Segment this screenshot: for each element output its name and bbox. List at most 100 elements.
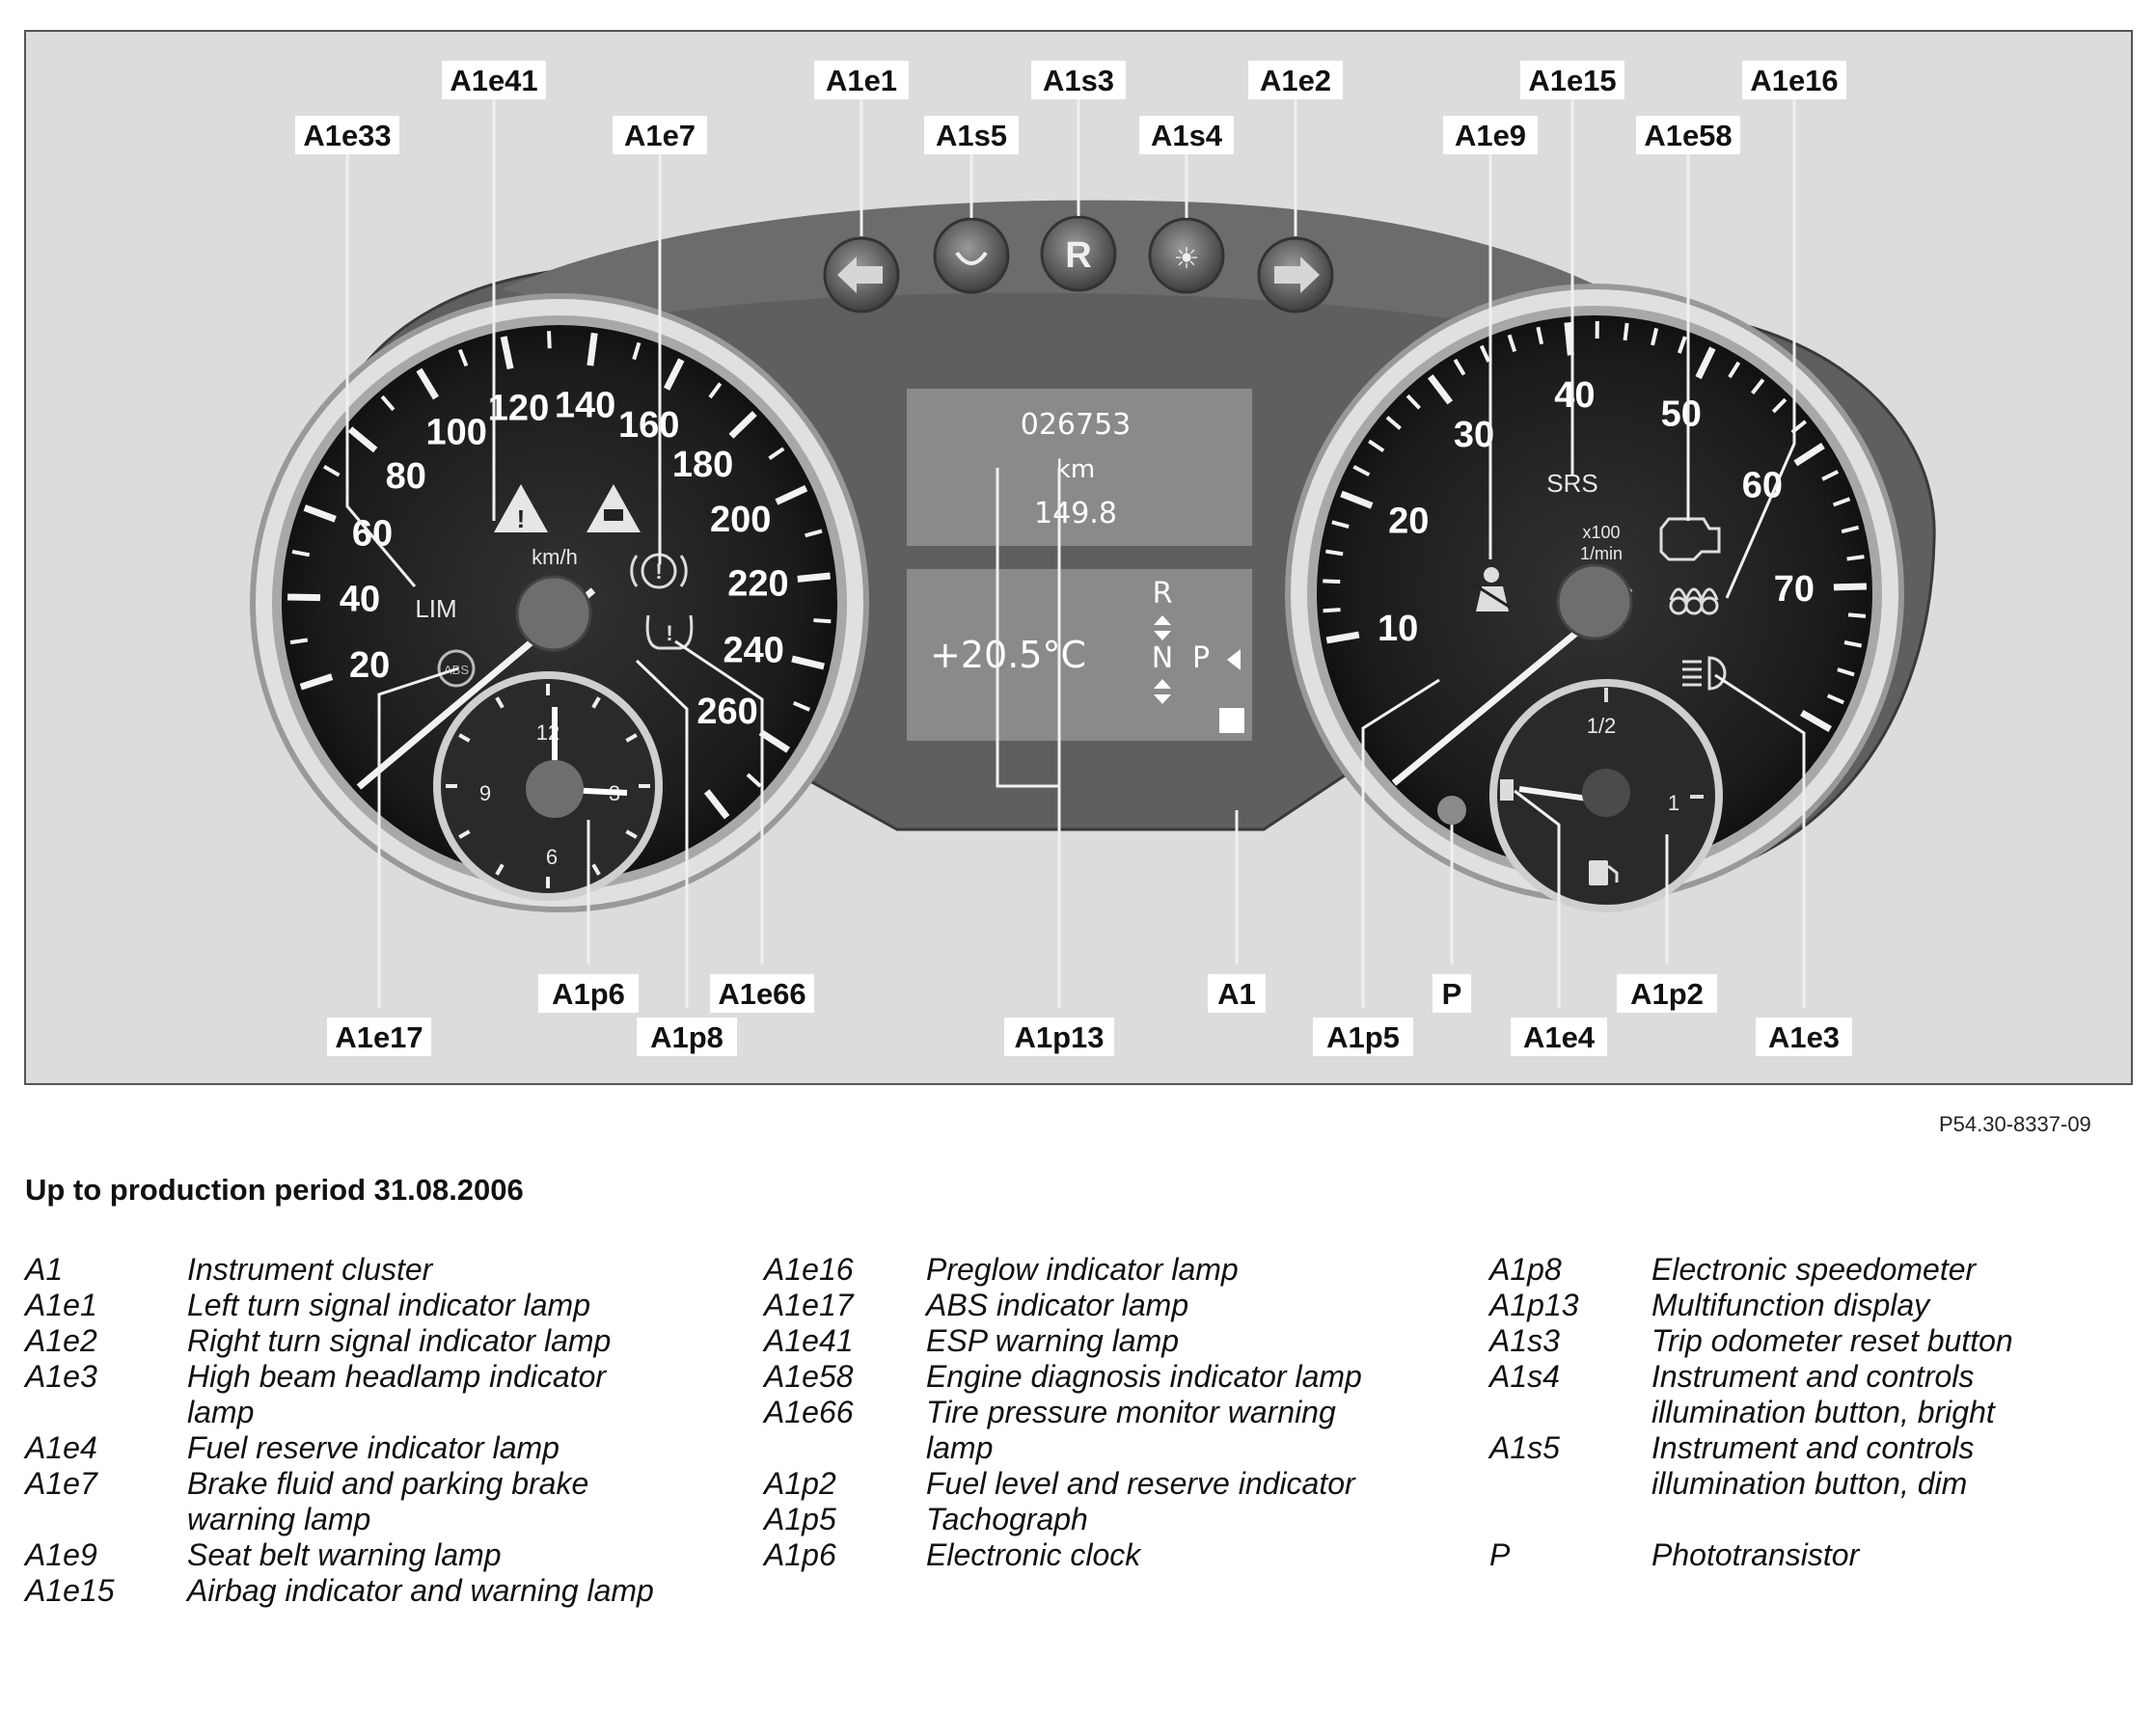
speed-label: 100 xyxy=(425,413,486,453)
tach-tick xyxy=(1821,470,1840,481)
tach-tick xyxy=(1352,465,1371,476)
tach-tick xyxy=(1453,358,1466,376)
legend-description: Instrument and controls illumination but… xyxy=(1651,1430,1975,1501)
tach-tick xyxy=(1385,416,1402,430)
legend-code: A1e1 xyxy=(25,1288,97,1322)
gear-arrow-down-2 xyxy=(1154,694,1171,704)
svg-text:A1p5: A1p5 xyxy=(1326,1020,1400,1054)
speed-label: 240 xyxy=(723,630,784,670)
tach-label: 70 xyxy=(1774,569,1815,610)
svg-text:A1e1: A1e1 xyxy=(826,64,897,97)
tachometer-ticks xyxy=(1323,320,1867,733)
tach-tick xyxy=(1833,583,1867,591)
callout-A1s5: A1s5 xyxy=(924,116,1019,154)
legend-code: A1e7 xyxy=(25,1466,97,1501)
clock-tick xyxy=(591,696,601,709)
phototransistor xyxy=(1437,796,1466,825)
legend-description: Multifunction display xyxy=(1651,1288,1930,1322)
svg-text:A1e2: A1e2 xyxy=(1260,64,1331,97)
callout-A1e58: A1e58 xyxy=(1636,116,1740,154)
legend-code: A1s4 xyxy=(1489,1359,1560,1394)
trip-reset-button[interactable]: R xyxy=(1040,215,1117,292)
speed-label: 140 xyxy=(555,386,615,426)
clock-tick xyxy=(625,733,638,743)
clock-tick xyxy=(458,733,471,743)
callout-A1s3: A1s3 xyxy=(1031,61,1126,99)
legend-description: Engine diagnosis indicator lamp xyxy=(926,1359,1362,1394)
tach-label: 20 xyxy=(1388,501,1429,541)
legend-description: ESP warning lamp xyxy=(926,1323,1180,1358)
svg-text:!: ! xyxy=(666,621,672,645)
legend-item: A1s5 Instrument and controls illumination… xyxy=(1489,1430,2134,1502)
svg-text:!: ! xyxy=(655,559,662,584)
svg-text:☀: ☀ xyxy=(1174,242,1200,276)
legend-description: Airbag indicator and warning lamp xyxy=(187,1573,654,1608)
legend-description: Preglow indicator lamp xyxy=(926,1252,1239,1287)
tach-tick xyxy=(1846,555,1865,561)
svg-text:A1e41: A1e41 xyxy=(450,64,537,97)
preglow-icon xyxy=(1669,587,1719,615)
legend-code: A1p13 xyxy=(1489,1288,1579,1322)
tach-tick xyxy=(1340,490,1374,509)
temperature-display: +20.5°C xyxy=(930,634,1086,676)
gear-n: N xyxy=(1152,641,1173,675)
tach-tick xyxy=(1826,693,1844,705)
esp-off-icon xyxy=(587,484,641,532)
tach-tick xyxy=(1323,608,1341,613)
tach-tick xyxy=(1323,579,1341,584)
tach-label: 40 xyxy=(1554,375,1595,416)
tach-tick xyxy=(1623,322,1629,341)
dim-button[interactable] xyxy=(933,217,1010,294)
speedometer-hub xyxy=(515,575,592,652)
svg-text:A1e17: A1e17 xyxy=(335,1020,423,1054)
fuel-half-label: 1/2 xyxy=(1587,714,1617,738)
clock-label-9: 9 xyxy=(479,781,491,805)
clock-ticks xyxy=(446,684,650,888)
callout-A1p5: A1p5 xyxy=(1313,1018,1413,1056)
tach-tick xyxy=(1800,709,1832,733)
legend-item: A1p13 Multifunction display xyxy=(1489,1288,2134,1323)
legend-code: A1s5 xyxy=(1489,1430,1560,1465)
fuel-pump-icon xyxy=(1589,860,1619,885)
callout-A1p8: A1p8 xyxy=(637,1018,737,1056)
legend-description: Instrument cluster xyxy=(187,1252,433,1287)
legend-description: Tire pressure monitor warning lamp xyxy=(926,1395,1336,1465)
speed-tick xyxy=(291,549,311,557)
svg-text:A1: A1 xyxy=(1217,977,1256,1011)
svg-text:!: ! xyxy=(517,504,526,533)
info-screen xyxy=(907,569,1252,741)
svg-text:A1e3: A1e3 xyxy=(1768,1020,1840,1054)
bright-button[interactable]: ☀ xyxy=(1148,217,1225,294)
speed-unit-label: km/h xyxy=(532,545,578,569)
legend-description: Seat belt warning lamp xyxy=(187,1537,502,1572)
legend-code: A1e66 xyxy=(764,1395,854,1429)
callout-A1e17: A1e17 xyxy=(327,1018,431,1056)
tach-tick xyxy=(1479,344,1491,363)
tire-pressure-icon: ! xyxy=(645,614,694,650)
tach-tick xyxy=(1427,374,1454,405)
speed-tick xyxy=(587,332,598,367)
callout-A1s4: A1s4 xyxy=(1139,116,1234,154)
speed-tick xyxy=(775,484,808,505)
gear-r: R xyxy=(1153,577,1173,611)
lim-indicator: LIM xyxy=(415,594,456,623)
speed-label: 20 xyxy=(349,645,390,686)
legend-description: Trip odometer reset button xyxy=(1651,1323,2013,1358)
legend-code: P xyxy=(1489,1537,1511,1572)
callout-A1: A1 xyxy=(1208,974,1266,1013)
callout-A1e1: A1e1 xyxy=(814,61,909,99)
legend-description: Instrument and controls illumination but… xyxy=(1651,1359,1995,1429)
speed-tick xyxy=(303,504,337,523)
legend-code: A1e15 xyxy=(25,1573,115,1608)
speed-tick xyxy=(728,411,757,439)
